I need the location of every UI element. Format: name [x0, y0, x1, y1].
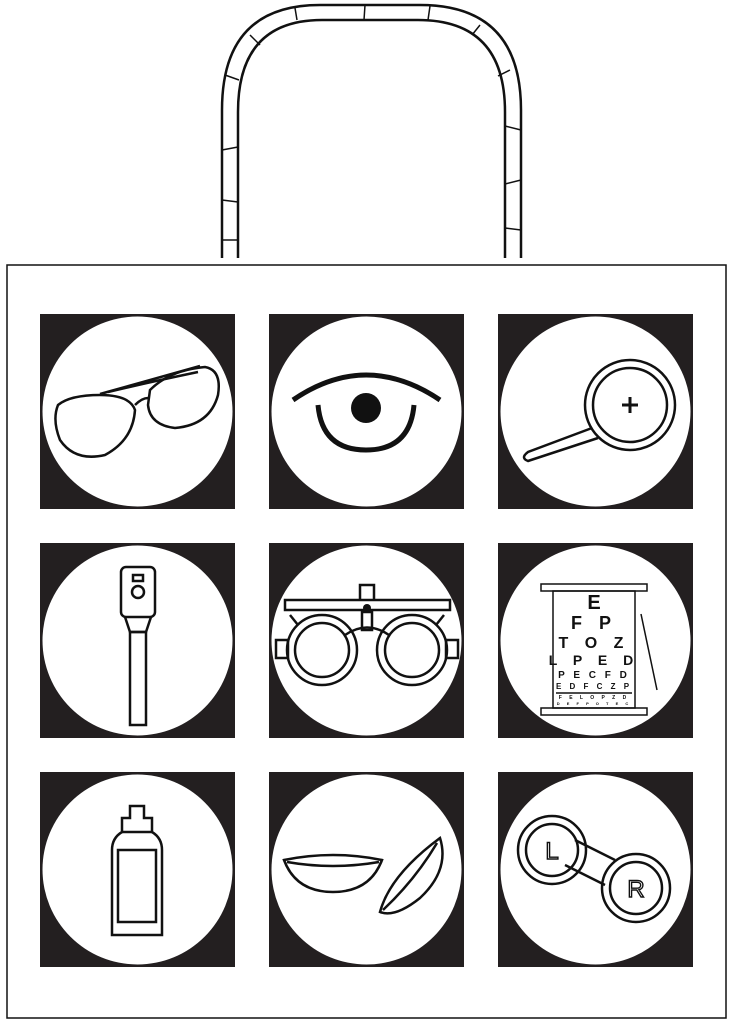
- icon-circle: [500, 316, 691, 507]
- solution-bottle-icon: [110, 804, 164, 937]
- bag-handle: [220, 3, 523, 258]
- trial-frame-icon: [274, 583, 460, 687]
- eye-chart-row: L P E D: [549, 652, 640, 668]
- magnifier-icon: [522, 358, 677, 463]
- lens-case-left-label: L: [545, 838, 558, 865]
- icon-circle: [500, 545, 691, 736]
- contact-lens-icon: [282, 835, 444, 915]
- eye-chart-icon: EF P T O ZL P E D P E C F DE D F C Z P F E …: [540, 583, 658, 716]
- eye-chart-row: D E F P O T E C: [557, 701, 632, 706]
- eye-icon: [291, 372, 442, 453]
- lens-case-right-label: R: [627, 876, 644, 903]
- icon-circle: [42, 774, 233, 965]
- icon-circle: [271, 545, 462, 736]
- eye-chart-row: F E L O P Z D: [559, 695, 630, 701]
- icon-circle: [500, 774, 691, 965]
- eye-chart-row: E D F C Z P: [556, 682, 632, 691]
- eye-chart-row: T O Z: [559, 635, 630, 652]
- eye-chart-row: P E C F D: [558, 670, 630, 681]
- icon-circle: [271, 774, 462, 965]
- eye-chart-row: E: [587, 592, 600, 614]
- aviator-glasses-icon: [54, 364, 220, 458]
- icon-circle: [42, 316, 233, 507]
- eye-chart-row: F P: [571, 613, 617, 633]
- ophthalmoscope-icon: [119, 565, 157, 727]
- lens-case-icon: L R: [516, 814, 672, 924]
- icon-circle: [42, 545, 233, 736]
